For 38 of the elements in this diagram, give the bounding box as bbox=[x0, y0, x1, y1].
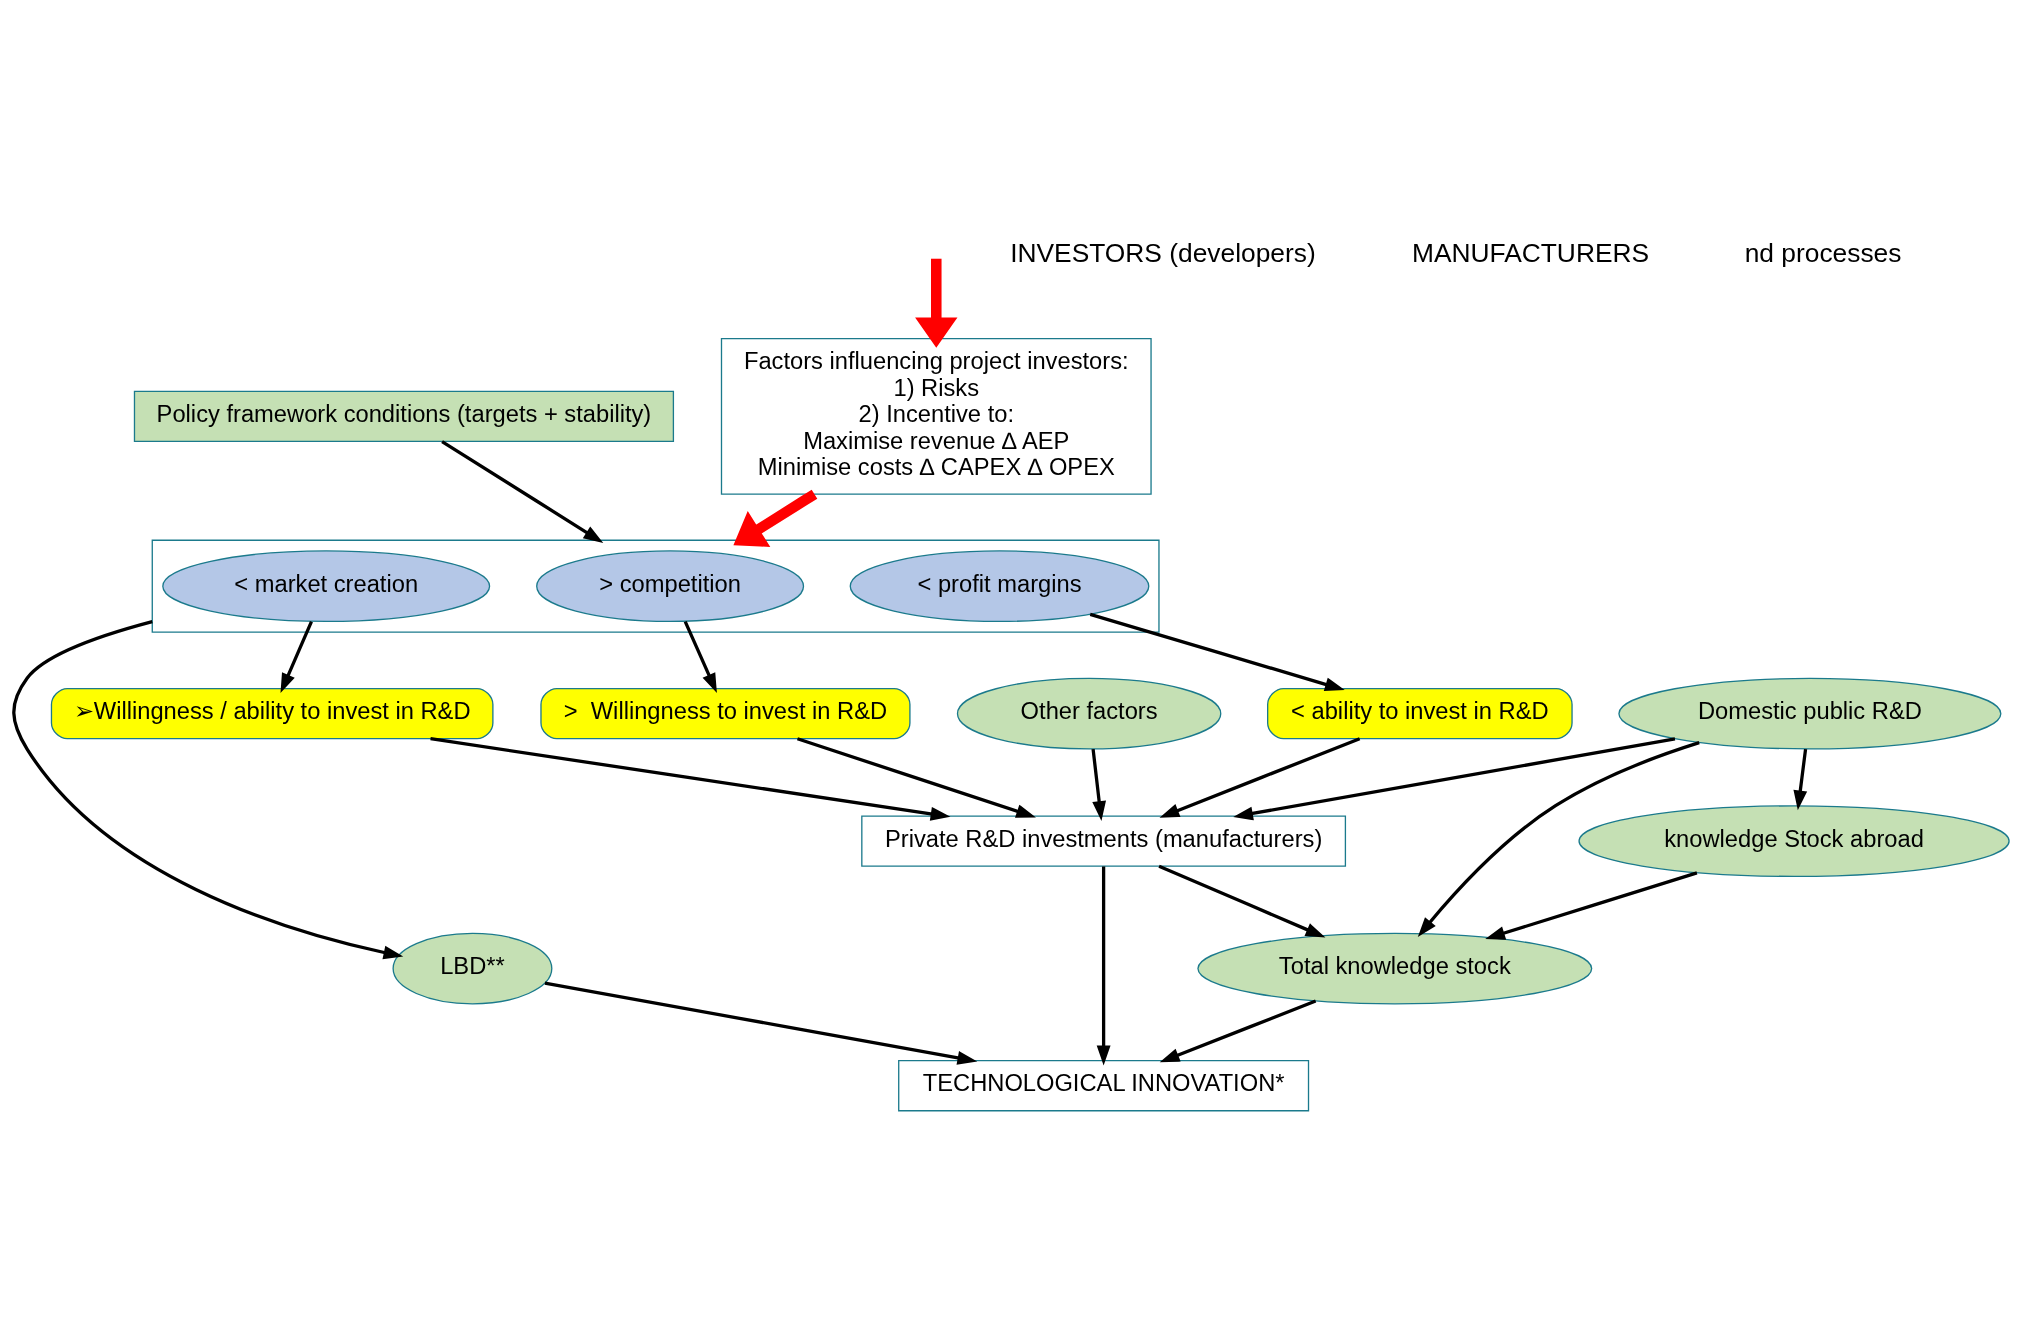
arrow bbox=[544, 981, 978, 1065]
arrow bbox=[1485, 871, 1698, 940]
label: INVESTORS (developers) bbox=[1010, 238, 1316, 269]
node-box: > Willingness to invest in R&D bbox=[540, 687, 911, 740]
arrow bbox=[1417, 741, 1700, 937]
node-ellipse: Total knowledge stock bbox=[1197, 932, 1593, 1005]
arrow bbox=[1159, 737, 1361, 818]
arrow bbox=[1233, 737, 1676, 821]
arrow bbox=[683, 620, 717, 694]
node-ellipse: LBD** bbox=[392, 932, 553, 1005]
arrow bbox=[1091, 748, 1107, 821]
node-box: Policy framework conditions (targets + stability) bbox=[133, 390, 675, 443]
arrow bbox=[430, 737, 951, 821]
node-box: Private R&D investments (manufacturers) bbox=[861, 815, 1347, 867]
arrow bbox=[1158, 864, 1326, 938]
node-ellipse: knowledge Stock abroad bbox=[1578, 805, 2010, 877]
arrow bbox=[733, 489, 818, 547]
node-box: ➢Willingness / ability to invest in R&D bbox=[50, 687, 494, 740]
arrow bbox=[441, 440, 604, 543]
node-box: TECHNOLOGICAL INNOVATION* bbox=[898, 1060, 1310, 1112]
node-box: Factors influencing project investors: 1) Risks 2) Incentive to: Maximise revenue ∆ AEP Minimise costs ∆ CAPEX ∆ OPEX bbox=[720, 337, 1152, 495]
node-ellipse: < profit margins bbox=[849, 550, 1150, 623]
arrow bbox=[915, 258, 958, 348]
label: MANUFACTURERS bbox=[1411, 238, 1650, 269]
node-ellipse: > competition bbox=[536, 550, 805, 623]
label: nd processes bbox=[1744, 238, 1902, 269]
arrow bbox=[1159, 999, 1317, 1063]
node-ellipse: < market creation bbox=[162, 550, 491, 623]
node-ellipse: Other factors bbox=[956, 677, 1222, 750]
arrow bbox=[1089, 612, 1345, 692]
arrow bbox=[1096, 866, 1111, 1066]
node-box: < ability to invest in R&D bbox=[1267, 687, 1573, 740]
arrow bbox=[280, 620, 313, 694]
node-ellipse: Domestic public R&D bbox=[1618, 677, 2002, 750]
arrow bbox=[12, 620, 404, 960]
arrow bbox=[1793, 748, 1808, 811]
cluster bbox=[151, 539, 1160, 633]
arrow bbox=[796, 737, 1036, 818]
